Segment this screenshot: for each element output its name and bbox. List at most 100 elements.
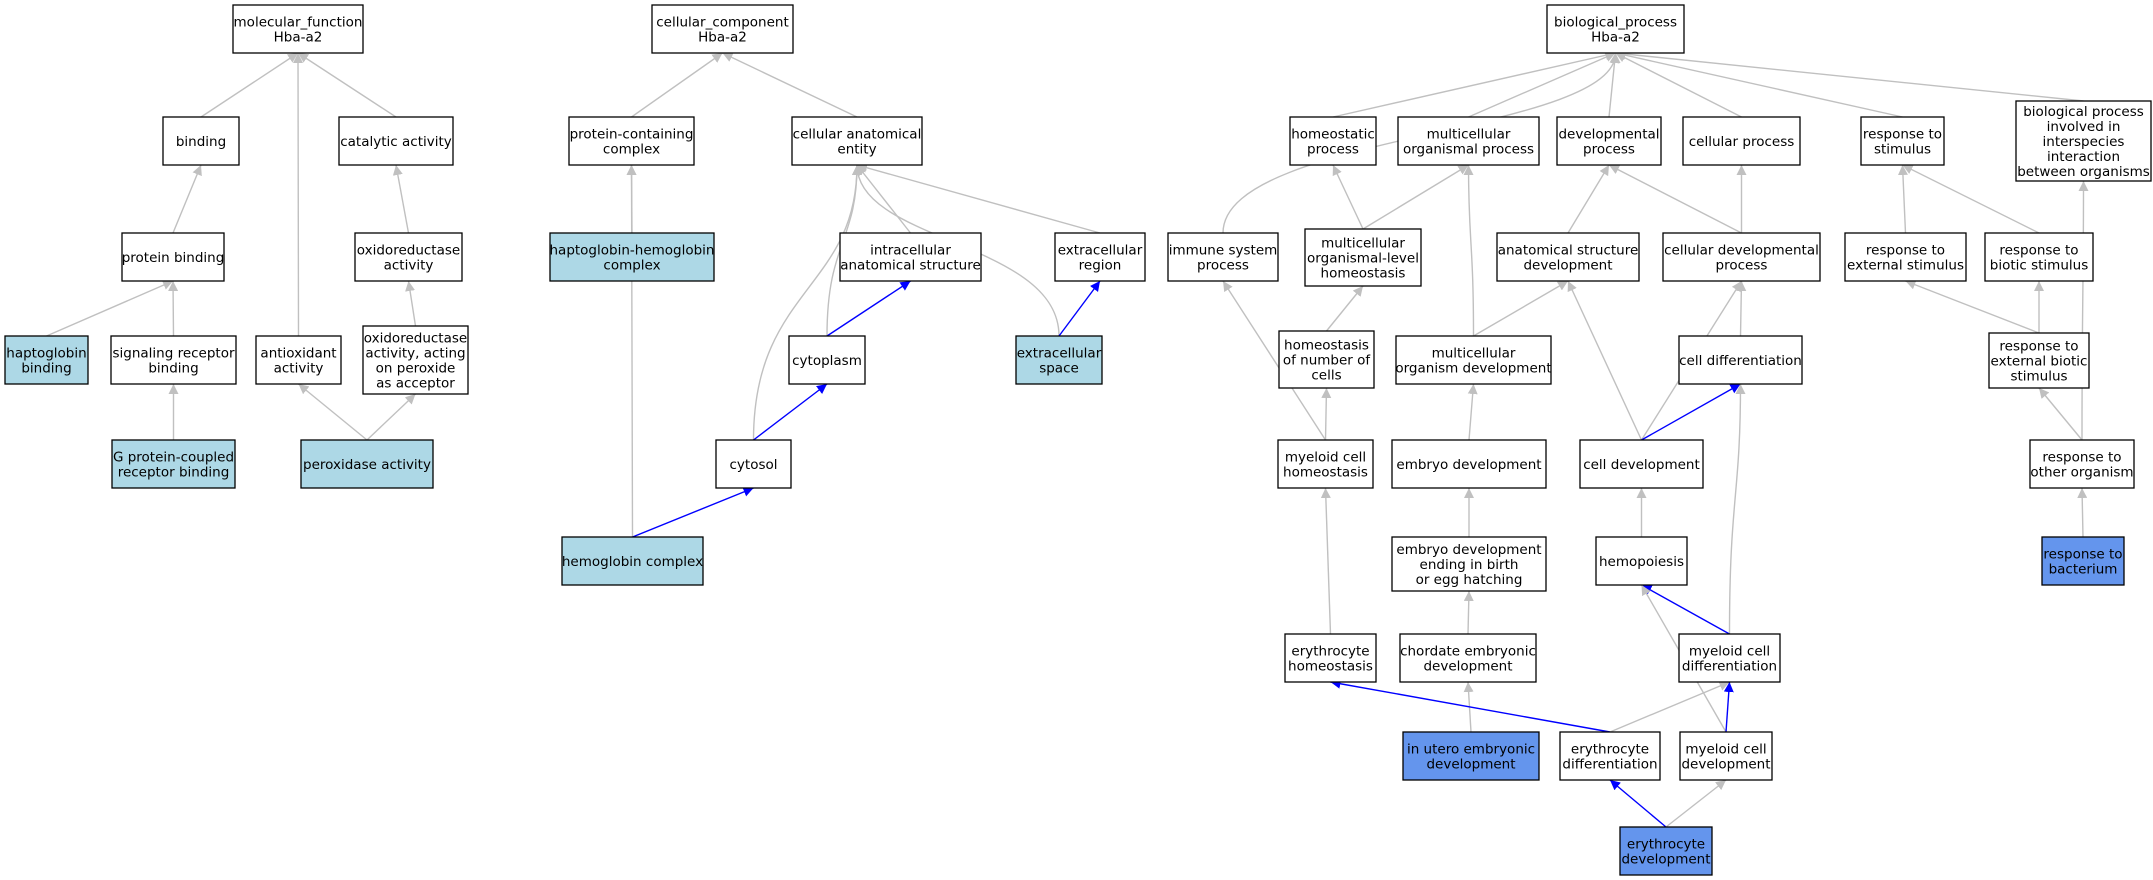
node-box-oxperox [362,325,469,395]
edge-erydiff-to-myelodiff [1609,681,1730,733]
node-label-line: bacterium [2049,562,2118,578]
node-label-line: activity [274,361,324,377]
node-label-line: response to [1866,243,1945,259]
node-label-line: embryo development [1396,542,1541,558]
node-label-line: response to [1999,339,2078,355]
edge-sigrec-to-protbind [168,280,179,337]
node-label-line: G protein-coupled [113,450,234,466]
node-binding[interactable]: binding [162,116,240,166]
node-label-line: myeloid cell [1285,450,1366,466]
node-label-line: on peroxide [376,361,456,377]
node-label-line: erythrocyte [1627,837,1705,853]
node-perox[interactable]: peroxidase activity [300,439,434,489]
node-box-intracell [839,232,982,282]
node-box-respext [1844,232,1967,282]
node-label-line: response to [2042,450,2121,466]
edge-cytosol-to-cytoplasm [753,383,828,441]
node-cytoplasm[interactable]: cytoplasm [788,335,866,385]
edge-mcodev-to-asdev [1473,280,1569,337]
node-label-line: anatomical structure [840,258,981,274]
node-label-line: binding [176,134,226,150]
node-protbind[interactable]: protein binding [121,232,225,282]
node-label-line: differentiation [1682,659,1777,675]
edge-erydev-to-erydiff [1609,779,1667,828]
node-box-extreg [1054,232,1146,282]
node-box-catalytic [338,116,454,166]
node-label-line: involved in [2047,119,2121,135]
node-box-respbact [2041,536,2125,586]
node-label-line: stimulus [2010,369,2067,385]
node-box-antiox [255,335,342,385]
node-box-chordate [1399,633,1537,683]
node-label-line: external stimulus [1847,258,1964,274]
node-cytosol[interactable]: cytosol [715,439,792,489]
node-label-line: homeostatic [1291,127,1375,143]
node-label-line: oxidoreductase [357,243,460,259]
edge-homeonum-to-mcohomeo [1325,285,1364,332]
node-box-celldiff [1678,335,1803,385]
node-hemopoiesis[interactable]: hemopoiesis [1595,536,1688,586]
node-label-line: region [1079,258,1122,274]
node-label-line: erythrocyte [1291,644,1369,660]
node-box-respextbio [1988,332,2090,389]
node-label-line: complex [603,258,660,274]
node-label-line: protein binding [122,250,225,266]
node-celldev[interactable]: cell development [1579,439,1704,489]
node-box-cytoplasm [788,335,866,385]
edge-myelohomeo-to-immune [1222,280,1327,441]
node-label-line: differentiation [1562,757,1657,773]
node-label-line: as acceptor [376,376,455,392]
node-celldiff[interactable]: cell differentiation [1678,335,1803,385]
node-hbcomplex[interactable]: hemoglobin complex [561,536,704,586]
node-box-cae [791,116,923,166]
node-box-erydiff [1559,731,1661,781]
node-embdev[interactable]: embryo development [1391,439,1547,489]
node-catalytic[interactable]: catalytic activity [338,116,454,166]
node-label-line: multicellular [1432,346,1516,362]
edge-asdev-to-devproc [1567,164,1610,234]
edge-mcohomeo-to-multiorg [1362,164,1469,230]
node-cellproc[interactable]: cellular process [1682,116,1801,166]
